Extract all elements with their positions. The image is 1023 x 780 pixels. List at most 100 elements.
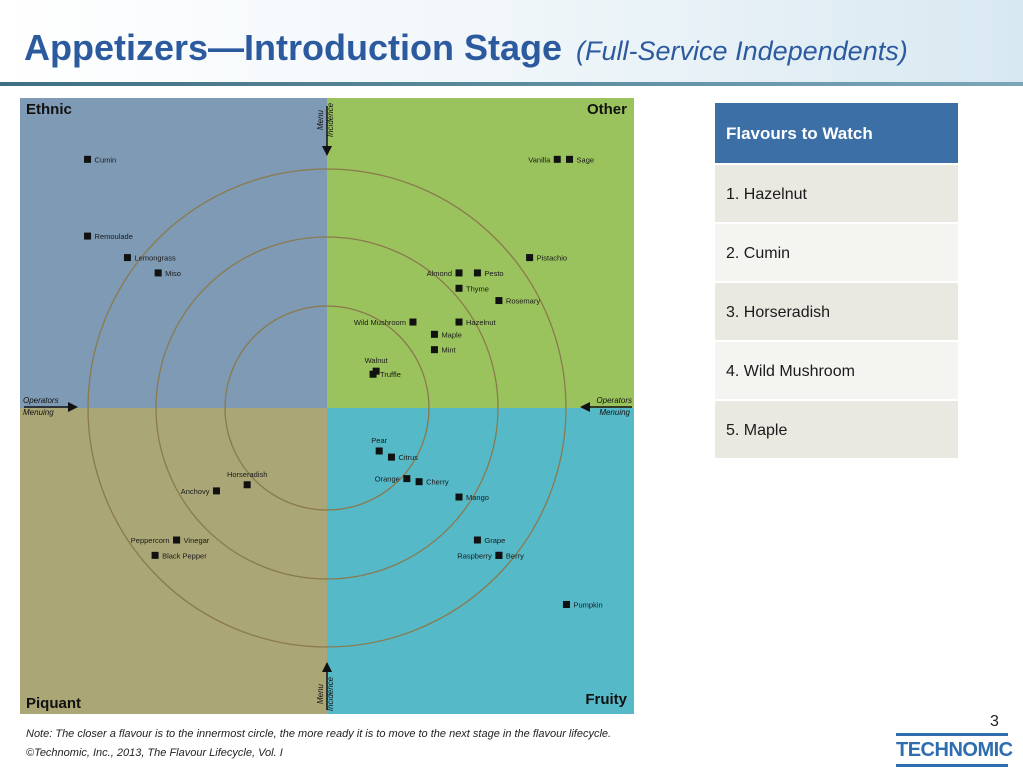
flavour-marker (495, 297, 503, 305)
flavour-point-vinegar: Vinegar (173, 536, 210, 545)
flavour-label: Mint (441, 346, 456, 355)
flavour-point-orange: Orange (375, 475, 411, 484)
quadrant-label-other: Other (587, 101, 627, 118)
flavour-label: Grape (484, 536, 505, 545)
ring-middle (155, 236, 499, 580)
flavour-point-mango: Mango (455, 493, 489, 502)
flavour-point-cherry: Cherry (415, 478, 449, 487)
flavour-marker (430, 330, 438, 338)
logo-bar-top (896, 733, 1008, 736)
quadrant-fruity (327, 408, 634, 714)
flavour-label: Cumin (95, 155, 117, 164)
flavour-point-horseradish: Horseradish (227, 470, 267, 489)
arrow-bottom-head (322, 662, 332, 672)
flavour-marker (415, 478, 423, 486)
quadrant-label-piquant: Piquant (26, 695, 81, 712)
ring-outer (87, 168, 567, 648)
flavour-point-miso: Miso (154, 269, 181, 278)
footnote: Note: The closer a flavour is to the inn… (26, 728, 612, 740)
flavour-point-black-pepper: Black Pepper (151, 551, 207, 560)
flavour-label: Anchovy (181, 487, 210, 496)
flavour-marker (409, 318, 417, 326)
flavour-marker (84, 232, 92, 240)
flavour-label: Vanilla (528, 155, 551, 164)
flavour-marker (455, 318, 463, 326)
quadrant-label-fruity: Fruity (585, 691, 627, 708)
axis-label-left-line1: Operators (23, 396, 59, 405)
flavour-label: Pesto (484, 269, 503, 278)
axis-label-top: Menu Incidence (316, 102, 335, 137)
copyright: ©Technomic, Inc., 2013, The Flavour Life… (26, 747, 283, 759)
logo-wordmark: TECHNOMIC (896, 739, 1013, 761)
flavour-item: 3. Horseradish (715, 283, 958, 342)
flavour-point-berry: Berry (495, 551, 524, 560)
page-number: 3 (990, 713, 999, 730)
flavour-point-truffle: Truffle (369, 370, 401, 379)
ring-inner (224, 305, 430, 511)
flavour-marker (369, 370, 377, 378)
flavour-item: 2. Cumin (715, 224, 958, 283)
flavour-point-almond: Almond (427, 269, 463, 278)
title-bar: Appetizers—Introduction Stage (Full-Serv… (0, 0, 1023, 86)
flavour-label: Black Pepper (162, 551, 207, 560)
flavour-marker (84, 155, 92, 163)
flavours-to-watch-table: Flavours to Watch 1. Hazelnut 2. Cumin 3… (715, 103, 958, 460)
flavour-label: Wild Mushroom (354, 318, 406, 327)
flavour-label: Pear (371, 436, 387, 445)
flavour-label: Almond (427, 269, 452, 278)
flavour-point-lemongrass: Lemongrass (123, 254, 176, 263)
flavour-point-pear: Pear (371, 436, 388, 455)
flavour-point-rosemary: Rosemary (495, 297, 540, 306)
flavour-marker (151, 551, 159, 559)
flavour-marker (243, 481, 251, 489)
flavour-marker (566, 155, 574, 163)
axis-label-top-line1: Menu (316, 109, 325, 130)
title-subtitle: (Full-Service Independents) (576, 36, 908, 66)
flavour-point-wild-mushroom: Wild Mushroom (354, 318, 417, 327)
flavour-marker (455, 284, 463, 292)
flavour-point-hazelnut: Hazelnut (455, 318, 497, 327)
axis-label-right-line1: Operators (596, 396, 632, 405)
flavour-marker (403, 475, 411, 483)
flavour-point-anchovy: Anchovy (181, 487, 220, 496)
flavour-label: Pistachio (537, 254, 567, 263)
logo-bar-bottom (896, 764, 1008, 767)
flavour-marker (173, 536, 181, 544)
flavour-marker (495, 551, 503, 559)
flavour-label: Maple (441, 330, 461, 339)
title-main: Appetizers—Introduction Stage (24, 27, 563, 68)
flavour-point-mint: Mint (430, 346, 457, 355)
quadrant-ethnic (20, 98, 327, 408)
flavour-marker (455, 269, 463, 277)
quadrant-piquant (20, 408, 327, 714)
technomic-logo: TECHNOMIC (896, 733, 1013, 769)
flavour-marker (123, 254, 131, 262)
flavour-marker (154, 269, 162, 277)
flavour-label: Orange (375, 475, 400, 484)
flavour-point-grape: Grape (473, 536, 505, 545)
flavour-point-vanilla: Vanilla (528, 155, 561, 164)
flavour-point-thyme: Thyme (455, 284, 489, 293)
flavour-item: 4. Wild Mushroom (715, 342, 958, 401)
page-title: Appetizers—Introduction Stage (Full-Serv… (24, 28, 908, 71)
axis-label-left-line2: Menuing (23, 408, 54, 417)
flavours-list: 1. Hazelnut 2. Cumin 3. Horseradish 4. W… (715, 165, 958, 460)
flavour-label: Remoulade (95, 232, 133, 241)
flavour-label: Lemongrass (134, 254, 176, 263)
flavour-point-sage: Sage (566, 155, 594, 164)
flavour-map: Ethnic Other Piquant Fruity Menu Inciden… (20, 98, 634, 714)
flavour-label: Cherry (426, 478, 449, 487)
arrow-left-head (68, 402, 78, 412)
quadrant-other (327, 98, 634, 408)
flavour-label: Sage (577, 155, 595, 164)
flavour-label: Miso (165, 269, 181, 278)
flavour-marker (526, 254, 534, 262)
flavour-point-pumpkin: Pumpkin (562, 600, 603, 609)
flavour-label: Berry (506, 551, 524, 560)
flavour-marker (562, 600, 570, 608)
flavour-marker (430, 346, 438, 354)
flavour-label: Vinegar (184, 536, 210, 545)
quadrant-label-ethnic: Ethnic (26, 101, 72, 118)
flavour-marker (473, 536, 481, 544)
